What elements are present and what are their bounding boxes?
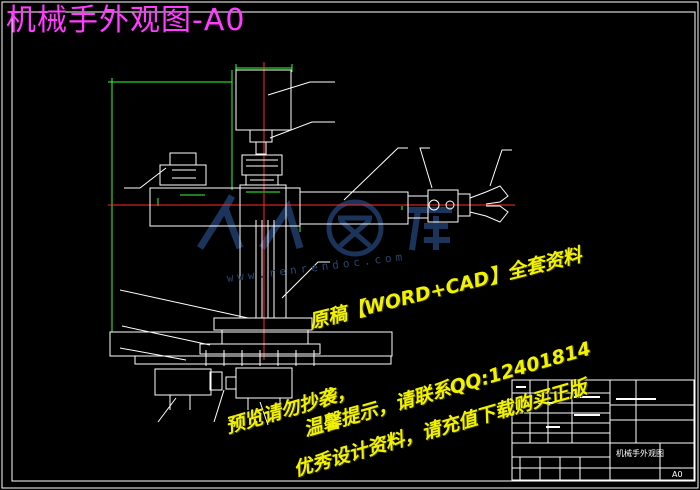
- title-block: [511, 379, 695, 481]
- title-block-sheet-size: A0: [672, 470, 683, 479]
- dimension-lines: [108, 64, 403, 333]
- robot-arm-outline: [109, 69, 509, 410]
- centerlines: [108, 62, 515, 360]
- sheet-inner-border: [11, 11, 696, 482]
- title-block-drawing-name: 机械手外观图: [616, 449, 664, 458]
- leader-lines: [119, 81, 512, 426]
- drawing-title: 机械手外观图-A0: [6, 3, 246, 38]
- title-block-small-text: [516, 386, 656, 428]
